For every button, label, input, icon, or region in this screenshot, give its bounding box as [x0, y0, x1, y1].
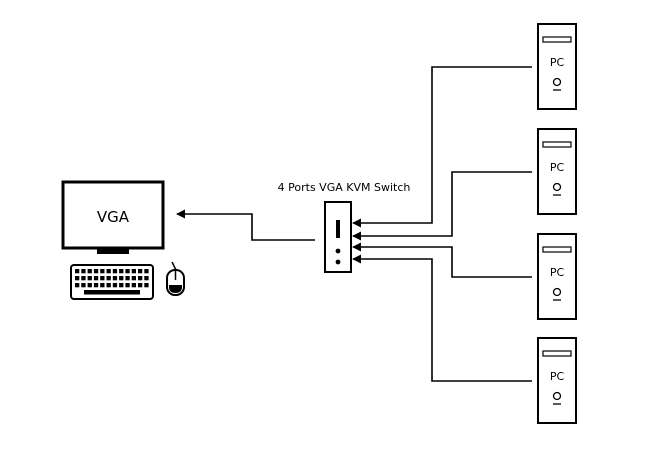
pc-cable-3 [352, 242, 532, 278]
keyboard-spacebar [84, 290, 140, 295]
power-icon [552, 77, 562, 87]
keyboard-key [87, 276, 92, 281]
keyboard-key [144, 276, 149, 281]
pc-cable-1 [352, 66, 532, 228]
keyboard-key [138, 269, 143, 274]
pc-tower-2: PC [537, 128, 577, 215]
keyboard-key [81, 283, 86, 288]
keyboard-key [93, 283, 99, 288]
keyboard-key [125, 269, 130, 274]
pc-label: PC [550, 370, 565, 383]
keyboard-key [131, 283, 136, 288]
power-icon [552, 391, 562, 401]
keyboard-key [125, 276, 130, 281]
pc-tower-3: PC [537, 233, 577, 320]
pc-cable-2 [352, 171, 532, 241]
keyboard-key [75, 283, 80, 288]
keyboard-key [119, 276, 124, 281]
keyboard-key [138, 276, 143, 281]
pc-tower-4: PC [537, 337, 577, 424]
keyboard-key [112, 283, 118, 288]
pc-tower-1: PC [537, 23, 577, 110]
kvm-led-bottom [335, 259, 341, 265]
keyboard-key [106, 276, 111, 281]
kvm-led-top [335, 248, 341, 254]
keyboard-key [81, 269, 86, 274]
keyboard-key [81, 276, 86, 281]
keyboard-key [119, 269, 124, 274]
kvm-switch-button [336, 220, 340, 238]
keyboard-key [87, 269, 92, 274]
keyboard-key [138, 283, 143, 288]
mouse-icon [166, 261, 185, 296]
keyboard-key [106, 283, 111, 288]
kvm-switch-label: 4 Ports VGA KVM Switch [278, 181, 411, 194]
keyboard-key [75, 269, 80, 274]
keyboard-key [131, 269, 136, 274]
keyboard-key [106, 269, 111, 274]
keyboard-key [93, 269, 99, 274]
keyboard-key [131, 276, 136, 281]
power-icon [552, 182, 562, 192]
monitor-base [97, 248, 129, 254]
keyboard-key [87, 283, 92, 288]
pc-label: PC [550, 161, 565, 174]
keyboard-key [119, 283, 124, 288]
keyboard-key [144, 269, 149, 274]
monitor-screen [61, 180, 165, 250]
keyboard-key [144, 283, 149, 288]
monitor: VGA [61, 180, 165, 254]
keyboard-key [93, 276, 99, 281]
keyboard-key [100, 269, 105, 274]
pc-cable-4 [352, 254, 532, 382]
keyboard-icon [70, 264, 154, 300]
monitor-label: VGA [97, 208, 130, 226]
keyboard-key [125, 283, 130, 288]
pc-label: PC [550, 56, 565, 69]
kvm-switch: 4 Ports VGA KVM Switch [278, 181, 411, 273]
keyboard-key [100, 276, 105, 281]
power-icon [552, 287, 562, 297]
monitor-cable [176, 209, 315, 241]
keyboard-key [112, 276, 118, 281]
keyboard-key [75, 276, 80, 281]
pc-label: PC [550, 266, 565, 279]
keyboard-key [100, 283, 105, 288]
keyboard-key [112, 269, 118, 274]
